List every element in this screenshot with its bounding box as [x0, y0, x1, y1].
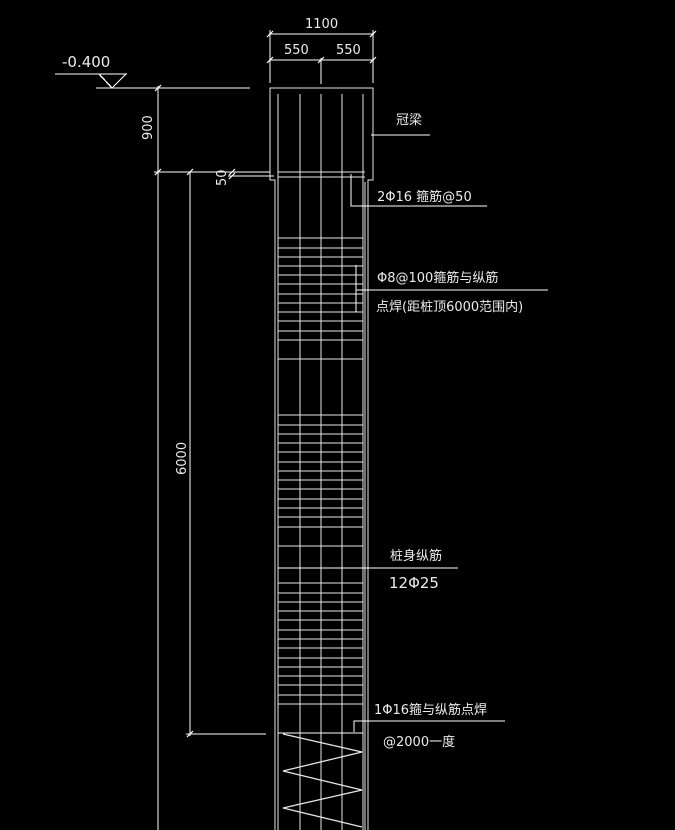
label-top-stirrup: 2Φ16 箍筋@50: [377, 189, 472, 205]
annotation-ring-weld: 1Φ16箍与纵筋点焊 @2000一度: [353, 702, 505, 750]
label-longitudinal-value: 12Φ25: [389, 574, 439, 592]
annotation-longitudinal: 桩身纵筋 12Φ25: [278, 548, 458, 592]
spiral-stirrup: [282, 733, 363, 828]
dim-900: 900: [141, 115, 156, 140]
label-ring-line1: 1Φ16箍与纵筋点焊: [374, 702, 487, 718]
cap-beam: [269, 87, 374, 830]
elevation-marker: -0.400: [55, 53, 250, 89]
label-stirrup-line1: Φ8@100箍筋与纵筋: [377, 270, 498, 286]
label-cap-beam: 冠梁: [396, 113, 422, 128]
stirrups: [278, 171, 365, 734]
label-ring-line2: @2000一度: [383, 734, 455, 750]
dim-6000: 6000: [175, 442, 190, 475]
dim-550-right: 550: [336, 43, 361, 58]
label-stirrup-line2: 点焊(距桩顶6000范围内): [376, 299, 523, 315]
label-longitudinal-title: 桩身纵筋: [390, 548, 442, 564]
annotation-stirrup-weld: Φ8@100箍筋与纵筋 点焊(距桩顶6000范围内): [355, 265, 548, 315]
dim-1100: 1100: [305, 17, 338, 32]
elevation-label: -0.400: [62, 53, 110, 71]
top-dimensions: 1100 550 550: [266, 17, 377, 84]
dim-550-left: 550: [284, 43, 309, 58]
annotation-top-stirrup: 2Φ16 箍筋@50: [350, 174, 487, 207]
dim-50: 50: [215, 169, 230, 186]
annotation-cap-beam: 冠梁: [371, 113, 430, 136]
left-dimensions: 900 50 6000: [141, 84, 274, 830]
